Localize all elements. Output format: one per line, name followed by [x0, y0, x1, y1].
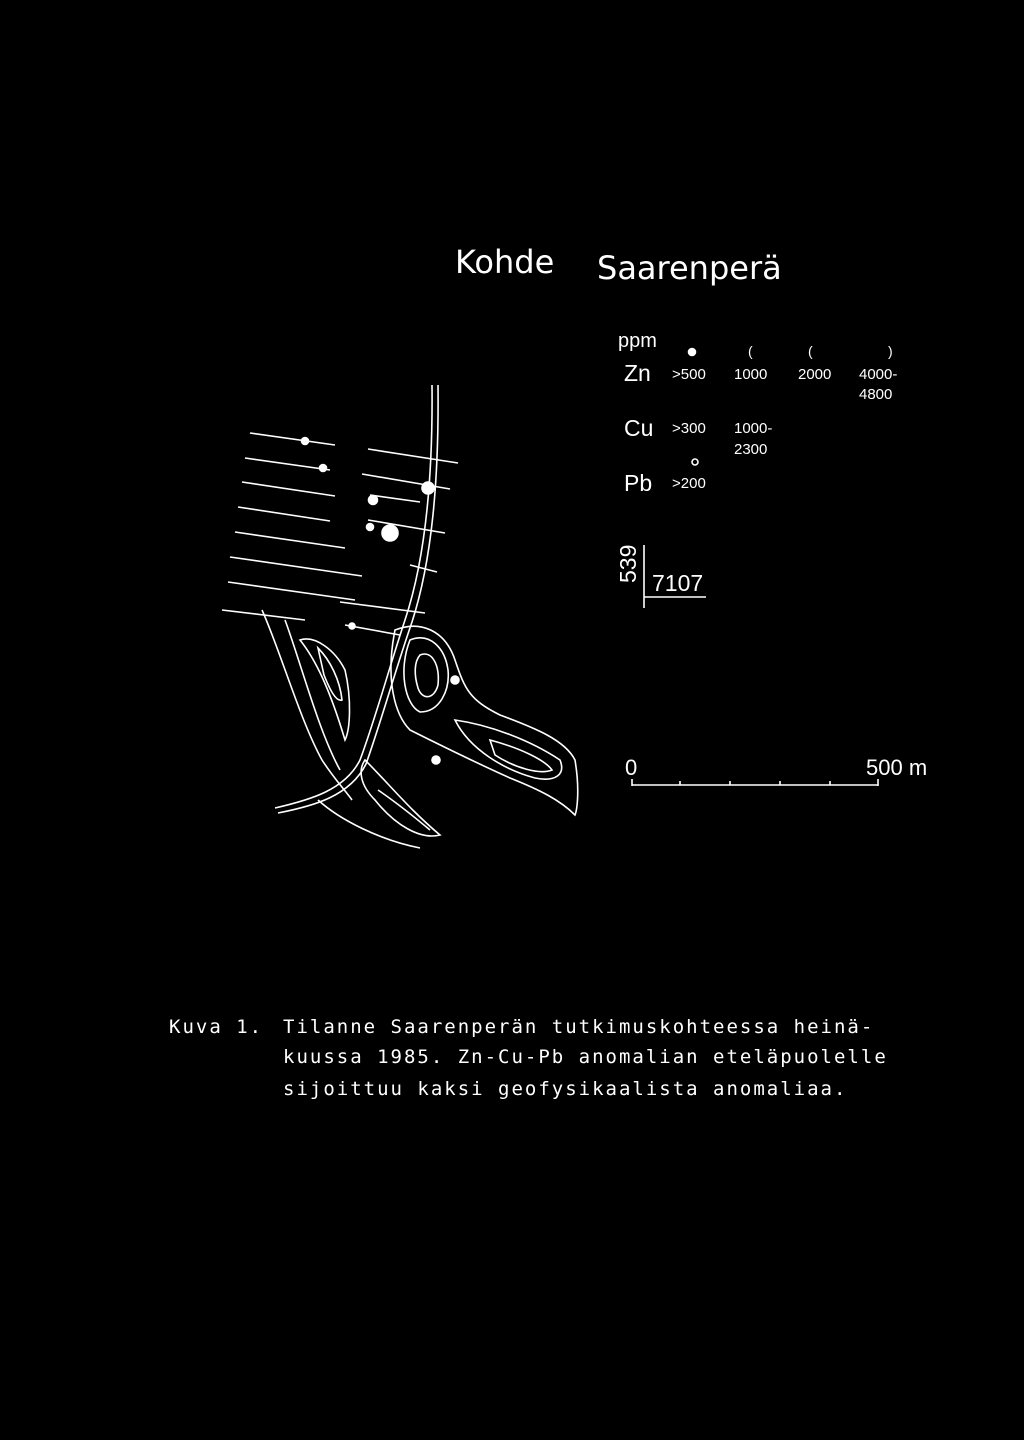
caption-line: Tilanne Saarenperän tutkimuskohteessa he…	[283, 1016, 875, 1038]
svg-text:(: (	[748, 343, 753, 359]
legend-cu-value: >300	[672, 420, 706, 437]
legend-symbol-pb-200	[691, 458, 699, 466]
caption-line: sijoittuu kaksi geofysikaalista anomalia…	[283, 1078, 848, 1100]
road-lines	[274, 384, 439, 814]
map-label-kohde: Kohde	[455, 243, 555, 281]
legend-zn-value: 2000	[798, 366, 832, 383]
legend-symbols: ( ( )	[687, 343, 893, 466]
svg-text:): )	[888, 343, 893, 359]
legend-pb-value: >200	[672, 475, 706, 492]
map-title: Saarenperä	[597, 249, 782, 287]
legend-cu-label: Cu	[624, 415, 654, 441]
sample-points	[300, 436, 460, 765]
legend-zn-value: >500	[672, 366, 706, 383]
caption-line: kuussa 1985. Zn-Cu-Pb anomalian eteläpuo…	[283, 1046, 888, 1068]
legend-symbol-zn-500	[687, 347, 697, 357]
legend-pb-label: Pb	[624, 470, 653, 496]
coordinate-tick	[643, 545, 706, 608]
scale-end-label: 500 m	[866, 755, 928, 780]
legend-unit: ppm	[618, 330, 657, 352]
coordinate-x-label: 7107	[652, 570, 704, 596]
legend-cu-value: 1000-	[734, 420, 773, 437]
legend-zn-value: 4000-	[859, 366, 898, 383]
scale-start-label: 0	[625, 755, 638, 780]
legend-zn-value: 1000	[734, 366, 768, 383]
legend-zn-value: 4800	[859, 386, 893, 403]
legend-zn-label: Zn	[624, 360, 651, 386]
scale-bar	[631, 779, 879, 786]
survey-lines	[221, 432, 459, 636]
svg-text:(: (	[808, 343, 813, 359]
caption-label: Kuva 1.	[169, 1016, 264, 1038]
legend-cu-value: 2300	[734, 441, 768, 458]
anomaly-contours	[261, 609, 579, 849]
